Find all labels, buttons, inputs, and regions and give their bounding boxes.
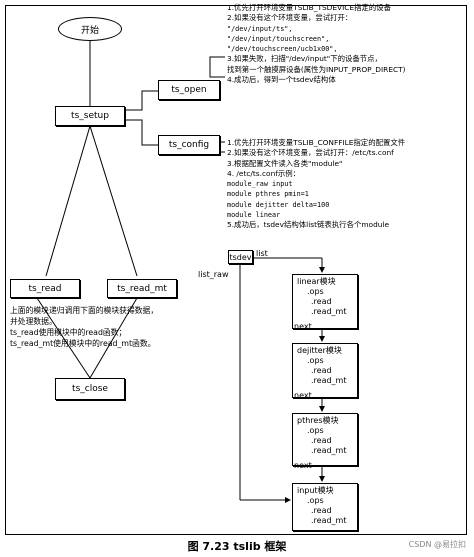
setup-to-config-line — [125, 119, 158, 146]
next-label-3: next — [294, 461, 312, 470]
setup-to-readmt-line — [89, 125, 138, 277]
ts-read-mt-box: ts_read_mt — [107, 279, 177, 298]
ts-open-box: ts_open — [158, 80, 220, 100]
diagram-frame — [5, 5, 467, 535]
list-label: list — [256, 249, 268, 258]
next-label-2: next — [294, 391, 312, 400]
dejitter-module-box: dejitter模块 .ops .read .read_mt — [292, 343, 358, 398]
list-raw-label: list_raw — [198, 270, 229, 279]
ts-close-box: ts_close — [55, 378, 125, 400]
setup-to-read-line — [45, 125, 91, 277]
start-node: 开始 — [58, 17, 122, 41]
ts-open-notes: 1.优先打开环境变量TSLIB_TSDEVICE指定的设备 2.如果没有这个环境… — [227, 3, 406, 85]
ts-config-box: ts_config — [158, 135, 220, 155]
open-note-bracket — [209, 56, 225, 78]
figure-caption: 图 7.23 tslib 框架 — [187, 540, 287, 553]
setup-to-open-line — [125, 90, 158, 111]
watermark: CSDN @易拉扣 — [408, 540, 466, 549]
pthres-module-box: pthres模块 .ops .read .read_mt — [292, 413, 358, 466]
read-to-close-line — [36, 297, 91, 379]
input-module-box: input模块 .ops .read .read_mt — [292, 483, 358, 531]
read-notes: 上面的模块递归调用下面的模块获得数据， 并处理数据。 ts_read使用模块中的… — [10, 306, 159, 348]
linear-module-box: linear模块 .ops .read .read_mt — [292, 274, 358, 329]
next-label-1: next — [294, 322, 312, 331]
tsdev-box: tsdev — [228, 250, 253, 264]
ts-read-box: ts_read — [10, 279, 80, 298]
ts-config-notes: 1.优先打开环境变量TSLIB_CONFFILE指定的配置文件 2.如果没有这个… — [227, 138, 406, 230]
ts-setup-box: ts_setup — [55, 106, 125, 126]
readmt-to-close-line — [89, 297, 138, 379]
